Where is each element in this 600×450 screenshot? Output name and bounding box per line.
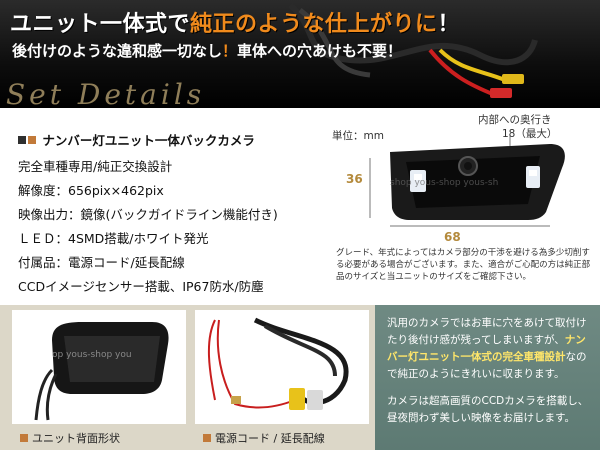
depth-value: 18（最大） bbox=[502, 128, 558, 140]
description-paragraph-2: カメラは超高画質のCCDカメラを搭載し、昼夜問わず美しい映像をお届けします。 bbox=[387, 395, 589, 424]
description-paragraph-1: 汎用のカメラではお車に穴をあけて取付けたり後付け感が残ってしまいますが、ナンバー… bbox=[387, 317, 587, 380]
spec-line: 解像度：656pix×462pix bbox=[18, 183, 164, 198]
unit-label: 単位：mm bbox=[332, 130, 384, 142]
height-dimension: 36 bbox=[346, 172, 363, 186]
caption-power-cable: 電源コード / 延長配線 bbox=[203, 430, 325, 446]
set-details-title: Set Details bbox=[6, 78, 206, 111]
spec-line: 完全車種専用/純正交換設計 bbox=[18, 159, 173, 174]
spec-line: CCDイメージセンサー搭載、IP67防水/防塵 bbox=[18, 279, 264, 294]
spec-panel: ナンバー灯ユニット一体バックカメラ 完全車種専用/純正交換設計 解像度：656p… bbox=[0, 108, 330, 304]
square-icon bbox=[28, 136, 36, 144]
spec-line: 付属品：電源コード/延長配線 bbox=[18, 255, 185, 270]
square-icon bbox=[203, 434, 211, 442]
spec-line: ＬＥＤ：4SMD搭載/ホワイト発光 bbox=[18, 231, 209, 246]
spec-line: 映像出力：鏡像(バックガイドライン機能付き) bbox=[18, 207, 278, 222]
depth-label: 内部への奥行き bbox=[478, 114, 552, 126]
cable-photo bbox=[288, 2, 538, 98]
width-dimension: 68 bbox=[444, 230, 461, 244]
headline-sub: 後付けのような違和感一切なし！車体への穴あけも不要！ bbox=[12, 42, 403, 60]
description-panel: 汎用のカメラではお車に穴をあけて取付けたり後付け感が残ってしまいますが、ナンバー… bbox=[375, 305, 600, 450]
camera-unit-image bbox=[369, 136, 565, 227]
square-icon bbox=[18, 136, 26, 144]
spec-title: ナンバー灯ユニット一体バックカメラ bbox=[18, 130, 255, 149]
photo-strip: op yous-shop you ユニット背面形状 電源コード / 延長配線 bbox=[0, 305, 375, 450]
power-cable-photo bbox=[195, 310, 369, 424]
dimension-diagram: 単位：mm 内部への奥行き 18（最大） 36 68 shop yous-sho… bbox=[330, 108, 600, 304]
headline-main: ユニット一体式で純正のような仕上がりに！ bbox=[10, 12, 461, 37]
unit-back-photo: op yous-shop you bbox=[12, 310, 186, 424]
fitment-note: グレード、年式によってはカメラ部分の干渉を避ける為多少切削する必要がある場合がご… bbox=[336, 248, 591, 282]
watermark: op yous-shop you bbox=[52, 350, 132, 360]
watermark: shop yous-shop yous-sh bbox=[390, 178, 499, 188]
caption-unit-back: ユニット背面形状 bbox=[20, 430, 120, 446]
header-banner: ユニット一体式で純正のような仕上がりに！ 後付けのような違和感一切なし！車体への… bbox=[0, 0, 600, 111]
square-icon bbox=[20, 434, 28, 442]
